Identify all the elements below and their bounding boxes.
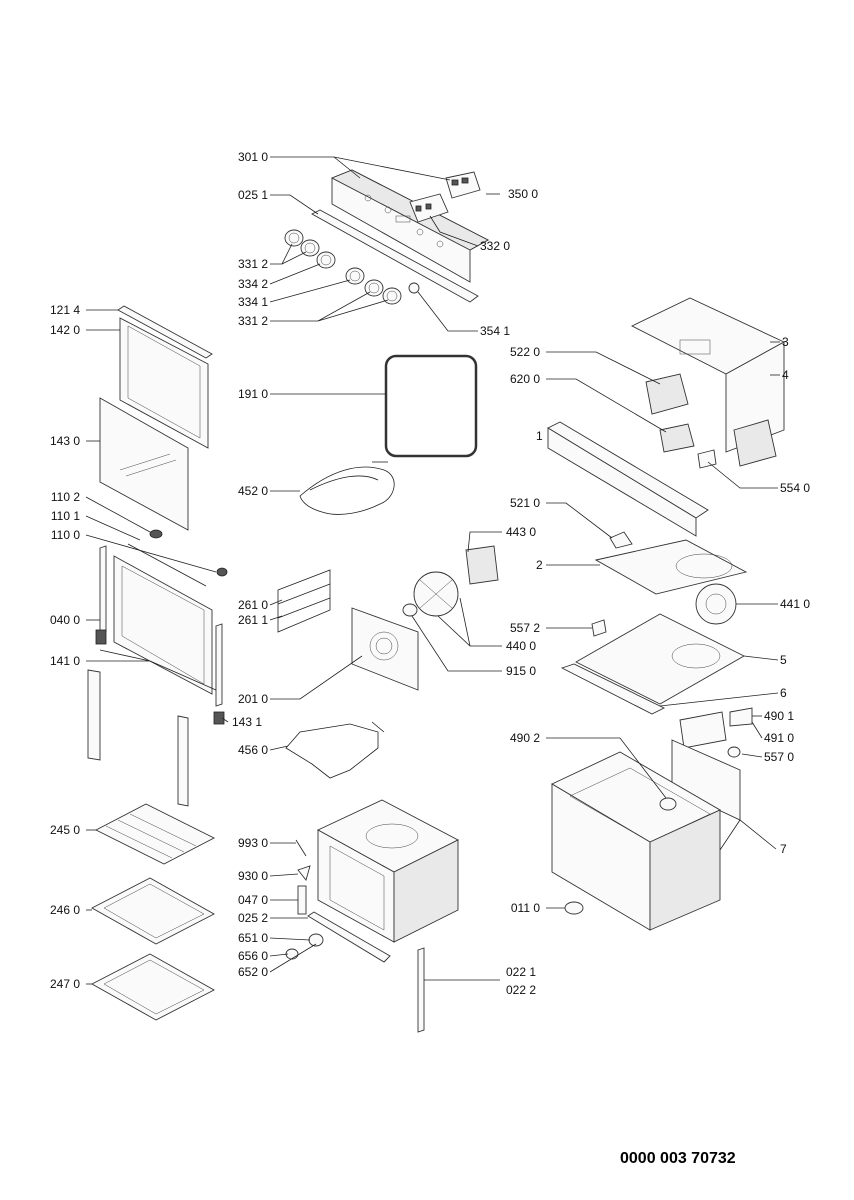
callout-3: 3: [782, 335, 789, 349]
switch-block: [409, 193, 449, 223]
control-knobs: [284, 229, 420, 305]
door-top-trim: [117, 305, 213, 359]
callout-191-0: 191 0: [238, 387, 268, 401]
callout-1: 1: [536, 429, 543, 443]
front-frame-strips: [307, 911, 425, 1033]
callout-261-0: 261 0: [238, 598, 268, 612]
callout-491-0: 491 0: [764, 731, 794, 745]
callout-022-2: 022 2: [506, 983, 536, 997]
callout-110-1: 110 1: [51, 509, 80, 523]
callout-656-0: 656 0: [238, 949, 268, 963]
callout-456-0: 456 0: [238, 743, 268, 757]
top-heating-element: [299, 461, 395, 515]
callout-334-1: 334 1: [238, 295, 268, 309]
callout-143-0: 143 0: [50, 434, 80, 448]
callout-7: 7: [780, 842, 787, 856]
door-outer-glass: [119, 317, 209, 449]
document-number: 0000 003 70732: [620, 1150, 736, 1167]
callout-652-0: 652 0: [238, 965, 268, 979]
cavity-small-fittings: [285, 839, 324, 960]
callout-521-0: 521 0: [510, 496, 540, 510]
callout-651-0: 651 0: [238, 931, 268, 945]
callout-331-2-upper: 331 2: [238, 257, 268, 271]
callout-040-0: 040 0: [50, 613, 80, 627]
callout-246-0: 246 0: [50, 903, 80, 917]
callout-490-2: 490 2: [510, 731, 540, 745]
fan-blade-and-motor: [402, 545, 499, 617]
callout-4: 4: [782, 368, 789, 382]
leader-lines: [85, 156, 780, 985]
callout-522-0: 522 0: [510, 345, 540, 359]
callout-110-0: 110 0: [51, 528, 80, 542]
callout-930-0: 930 0: [238, 869, 268, 883]
callout-441-0: 441 0: [780, 597, 810, 611]
callout-443-0: 443 0: [506, 525, 536, 539]
control-panel-strip: [311, 209, 479, 303]
shallow-baking-tray: [91, 877, 215, 945]
callout-915-0: 915 0: [506, 664, 536, 678]
oven-cavity: [317, 799, 459, 943]
callout-452-0: 452 0: [238, 484, 268, 498]
callout-2: 2: [536, 558, 543, 572]
callout-247-0: 247 0: [50, 977, 80, 991]
door-hinge-clips: [127, 529, 228, 587]
electronic-modules: [645, 373, 777, 469]
callout-110-2: 110 2: [51, 490, 80, 504]
callout-143-1: 143 1: [232, 715, 262, 729]
callout-022-1: 022 1: [506, 965, 536, 979]
callout-142-0: 142 0: [50, 323, 80, 337]
bottom-heating-element: [285, 721, 385, 779]
deep-baking-tray: [91, 953, 215, 1021]
outer-casing: [551, 751, 721, 931]
timer-module: [445, 171, 481, 199]
callout-301-0: 301 0: [238, 150, 268, 164]
door-frame: [113, 555, 213, 695]
callout-557-0: 557 0: [764, 750, 794, 764]
callout-350-0: 350 0: [508, 187, 538, 201]
callout-047-0: 047 0: [238, 893, 268, 907]
callout-554-0: 554 0: [780, 481, 810, 495]
callout-261-1: 261 1: [238, 613, 268, 627]
wire-rack: [95, 803, 215, 865]
callout-011-0: 011 0: [511, 901, 540, 915]
callout-245-0: 245 0: [50, 823, 80, 837]
fan-housing-and-baffles: [560, 531, 748, 715]
door-side-profiles: [87, 545, 225, 807]
callout-labels: 301 0 350 0 025 1 332 0 331 2 334 2 334 …: [50, 150, 810, 997]
control-panel-fascia: [330, 169, 489, 283]
callout-993-0: 993 0: [238, 836, 268, 850]
door-inner-glass: [99, 397, 189, 531]
callout-620-0: 620 0: [510, 372, 540, 386]
callout-5: 5: [780, 653, 787, 667]
callout-332-0: 332 0: [480, 239, 510, 253]
callout-121-4: 121 4: [50, 303, 80, 317]
callout-354-1: 354 1: [480, 324, 510, 338]
callout-440-0: 440 0: [506, 639, 536, 653]
callout-557-2: 557 2: [510, 621, 540, 635]
door-seal: [384, 354, 478, 458]
callout-334-2: 334 2: [238, 277, 268, 291]
callout-141-0: 141 0: [50, 654, 80, 668]
top-cover-assembly: [630, 297, 785, 453]
callout-490-1: 490 1: [764, 709, 794, 723]
callout-025-2: 025 2: [238, 911, 268, 925]
fan-cover: [351, 607, 419, 691]
shelf-runners: [277, 569, 331, 633]
callout-025-1: 025 1: [238, 188, 268, 202]
callout-6: 6: [780, 686, 787, 700]
callout-331-2-lower: 331 2: [238, 314, 268, 328]
front-upper-panel: [547, 421, 709, 537]
rear-control-parts: [671, 707, 753, 821]
callout-201-0: 201 0: [238, 692, 268, 706]
